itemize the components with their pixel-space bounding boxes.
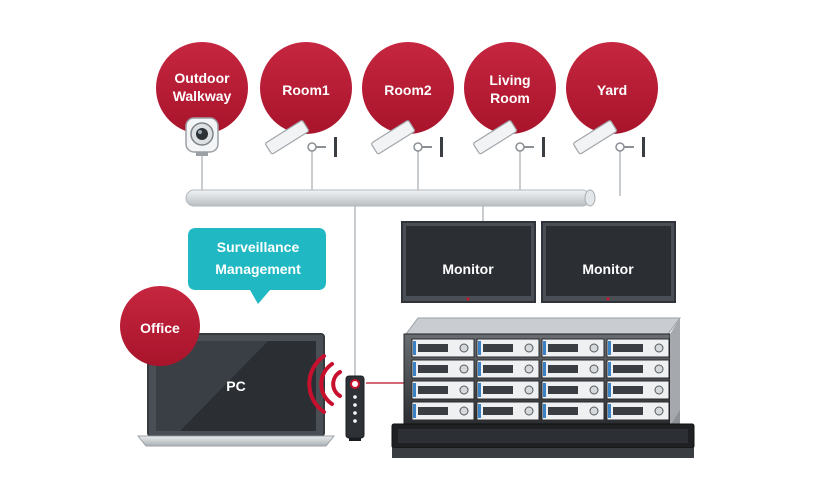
location-bubble-yard: Yard	[566, 42, 658, 134]
drive-bays	[411, 338, 670, 421]
drive-bay	[606, 359, 670, 379]
drive-bay	[476, 359, 540, 379]
location-label: Room1	[282, 82, 330, 98]
monitor-label: Monitor	[442, 261, 494, 277]
location-label: Living	[489, 72, 530, 88]
wifi-signal-icon	[307, 354, 342, 414]
network-pipe	[185, 189, 596, 207]
drive-bay	[411, 380, 475, 400]
drive-bay	[541, 338, 605, 358]
location-label: Outdoor	[174, 70, 230, 86]
monitor-1: Monitor	[401, 221, 536, 303]
location-label: Room2	[384, 82, 432, 98]
office-label: Office	[140, 320, 180, 336]
location-label: Walkway	[173, 88, 232, 104]
drive-bay	[606, 380, 670, 400]
location-bubble-living-room: Living Room	[464, 42, 556, 134]
location-label: Room	[490, 90, 530, 106]
surveillance-management-callout: Surveillance Management	[188, 228, 326, 304]
drive-bay	[541, 359, 605, 379]
bullet-camera-icon	[573, 120, 645, 157]
monitor-2: Monitor	[541, 221, 676, 303]
location-bubble-room1: Room1	[260, 42, 352, 134]
drive-bay	[541, 401, 605, 421]
nas-rack-server	[391, 317, 695, 458]
drive-bay	[541, 380, 605, 400]
pc-label: PC	[226, 378, 245, 394]
drive-bay	[476, 380, 540, 400]
bullet-camera-icon	[265, 120, 337, 157]
drive-bay	[476, 338, 540, 358]
location-bubble-office: Office	[120, 286, 200, 366]
drive-bay	[411, 401, 475, 421]
bullet-camera-icon	[371, 120, 443, 157]
location-bubble-room2: Room2	[362, 42, 454, 134]
bullet-camera-icon	[473, 120, 545, 157]
drive-bay	[411, 338, 475, 358]
monitor-label: Monitor	[582, 261, 634, 277]
dome-camera-icon	[185, 117, 219, 156]
location-bubble-outdoor-walkway: Outdoor Walkway	[156, 42, 248, 134]
drive-bay	[411, 359, 475, 379]
location-label: Yard	[597, 82, 627, 98]
drive-bay	[606, 401, 670, 421]
wireless-router	[345, 375, 365, 441]
drive-bay	[476, 401, 540, 421]
drive-bay	[606, 338, 670, 358]
callout-label: Surveillance	[217, 239, 300, 255]
callout-label: Management	[215, 261, 301, 277]
